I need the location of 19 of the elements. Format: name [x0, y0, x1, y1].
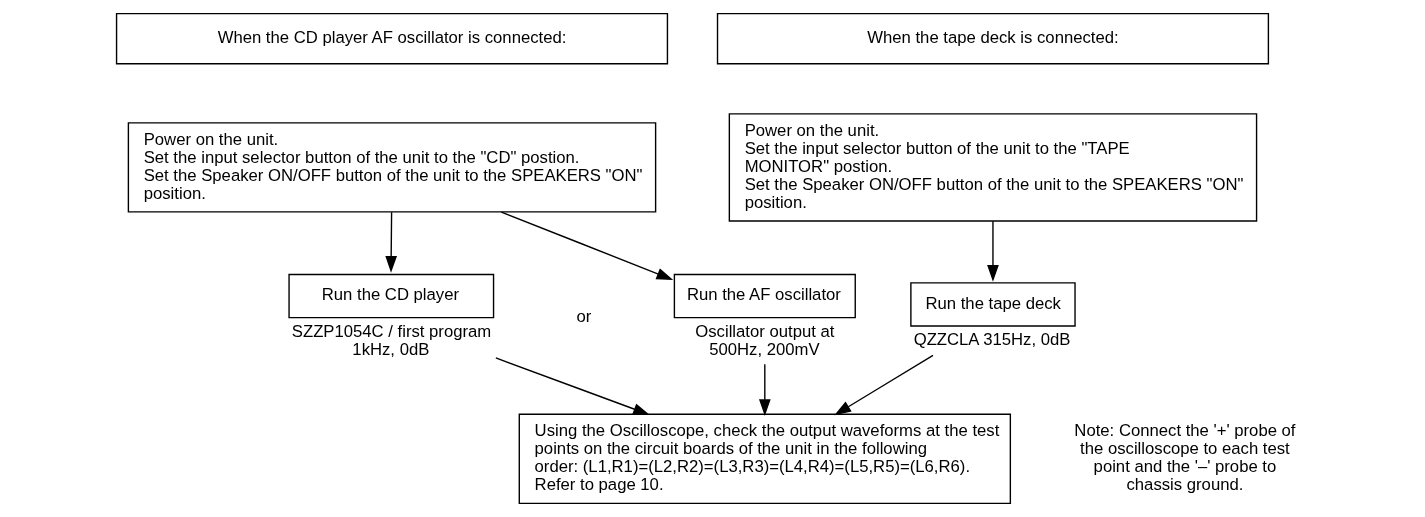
- arrow: [833, 354, 934, 416]
- node-box: Power on the unit. Set the input selector button of the unit to the "TAPE MONITOR" postion. Set the Speaker ON/OFF button of the unit to the SPEAKERS "ON" position.: [728, 113, 1257, 222]
- node-box: Power on the unit. Set the input selector button of the unit to the "CD" postion. Set the Speaker ON/OFF button of the unit to the SPEAKERS "ON" position.: [127, 122, 656, 213]
- label: Note: Connect the '+' probe of the oscilloscope to each test point and the '–' probe to chassis ground.: [1073, 421, 1295, 495]
- arrow: [500, 211, 673, 280]
- node-label: SZZP1054C / first program 1kHz, 0dB: [291, 321, 491, 359]
- node-box: Using the Oscilloscope, check the output waveforms at the test points on the circuit boards of the unit in the following order: (L1,R1)=(L2,R2)=(L3,R3)=(L4,R4)=(L5,R5)=(L6,R6). Refer to page 10.: [518, 413, 1011, 505]
- arrow: [384, 211, 397, 273]
- label: or: [576, 306, 591, 326]
- node-box: Run the AF oscillator: [673, 273, 856, 319]
- node-box: When the tape deck is connected:: [716, 12, 1269, 65]
- node-label: Oscillator output at 500Hz, 200mV: [694, 321, 834, 359]
- node-label: QZZCLA 315Hz, 0dB: [913, 329, 1070, 349]
- node-box: Run the tape deck: [909, 282, 1076, 327]
- arrow: [758, 363, 771, 416]
- node-box: When the CD player AF oscillator is connected:: [115, 12, 668, 65]
- node-box: Run the CD player: [287, 273, 494, 319]
- arrow: [494, 357, 650, 415]
- arrow: [986, 220, 999, 282]
